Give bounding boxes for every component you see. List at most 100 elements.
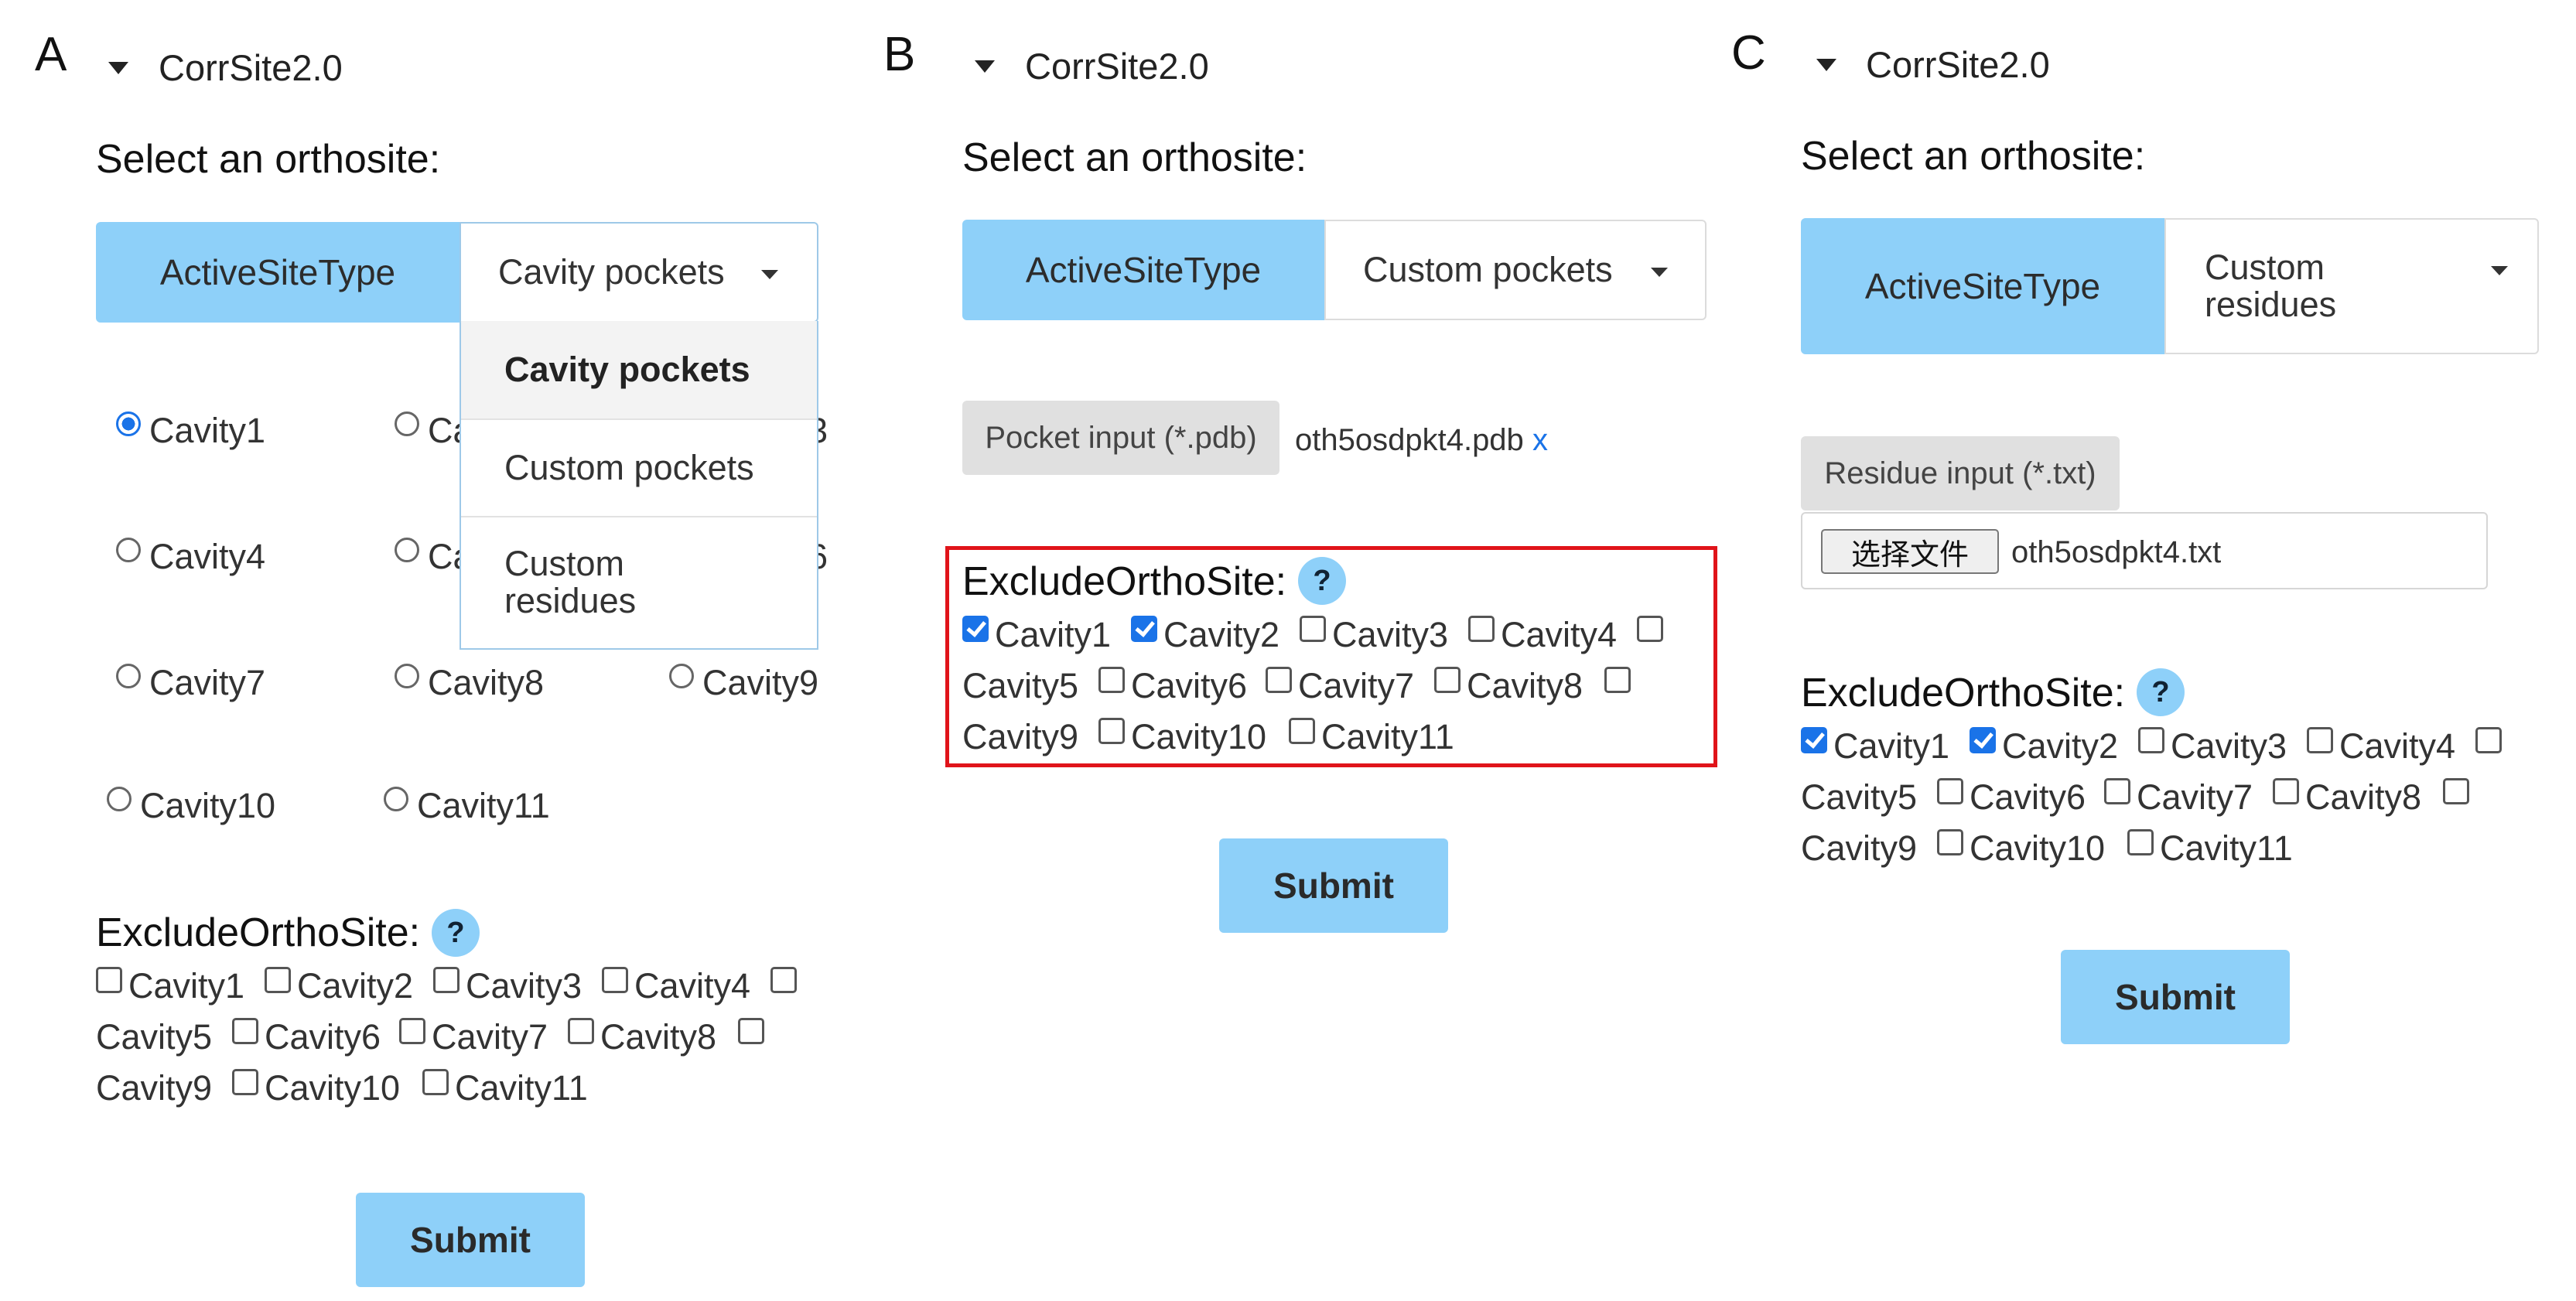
exclude-checkbox-cavity4[interactable] [2307,727,2333,753]
exclude-checkbox-cavity10[interactable] [1937,829,1963,855]
exclude-checkbox-cavity1[interactable] [1801,727,1827,753]
radio-label: Cavity1 [149,411,266,450]
dropdown-value-line: residues [2205,285,2337,324]
active-site-type-dropdown[interactable]: Custom pockets [1324,220,1707,320]
exclude-checkbox-cavity4[interactable] [1468,616,1495,642]
exclude-orthosite-heading: ExcludeOrthoSite: [96,910,421,955]
checkbox-label: Cavity1 [1833,726,1950,766]
exclude-checkbox-cavity5[interactable] [770,967,797,993]
exclude-checkbox-cavity8[interactable] [2273,778,2299,804]
checkbox-label: Cavity9 [96,1068,213,1108]
checkbox-label: Cavity7 [2137,777,2253,817]
checkbox-label: Cavity4 [1501,615,1618,654]
exclude-checkbox-cavity8[interactable] [568,1018,594,1044]
submit-button[interactable]: Submit [2061,950,2290,1044]
radio-cavity10[interactable] [107,787,132,811]
exclude-checkbox-cavity11[interactable] [422,1069,449,1095]
help-icon[interactable]: ? [432,909,480,957]
menu-divider [461,418,817,420]
panel-label: B [883,28,916,81]
exclude-checkbox-cavity9[interactable] [1604,667,1631,693]
exclude-checkbox-cavity3[interactable] [1300,616,1326,642]
checkbox-label: Cavity11 [2160,828,2293,868]
checkbox-label: Cavity9 [1801,828,1918,868]
collapse-triangle-icon[interactable] [1816,59,1836,71]
active-site-type-label: ActiveSiteType [962,220,1324,320]
choose-file-button[interactable]: 选择文件 [1821,529,1999,574]
file-input[interactable]: 选择文件 oth5osdpkt4.txt [1801,512,2488,589]
checkbox-label: Cavity3 [2171,726,2287,766]
radio-cavity4[interactable] [116,538,141,562]
collapse-triangle-icon[interactable] [108,62,128,74]
radio-cavity11[interactable] [384,787,408,811]
checkbox-label: Cavity3 [466,966,583,1006]
submit-button[interactable]: Submit [1219,838,1448,933]
panel-c: C CorrSite2.0 Select an orthosite: Activ… [1717,0,2576,1301]
exclude-orthosite-heading: ExcludeOrthoSite: [1801,671,2126,715]
active-site-type-dropdown[interactable]: Custom residues [2164,218,2539,354]
app-title: CorrSite2.0 [159,47,343,88]
checkbox-label: Cavity1 [128,966,245,1006]
active-site-type-dropdown[interactable]: Cavity pockets [460,222,818,323]
radio-cavity1[interactable] [116,411,141,436]
exclude-checkbox-cavity2[interactable] [265,967,291,993]
exclude-checkbox-cavity5[interactable] [1637,616,1663,642]
menu-item-line: residues [504,581,637,620]
exclude-checkbox-cavity3[interactable] [433,967,460,993]
exclude-checkbox-cavity2[interactable] [1131,616,1157,642]
exclude-checkbox-cavity8[interactable] [1434,667,1461,693]
menu-divider [461,516,817,517]
radio-cavity2[interactable] [395,411,419,436]
checkbox-label: Cavity8 [600,1017,717,1057]
collapse-triangle-icon[interactable] [975,60,995,73]
panel-b: B CorrSite2.0 Select an orthosite: Activ… [859,0,1717,1301]
exclude-checkbox-cavity5[interactable] [2475,727,2502,753]
help-icon[interactable]: ? [1298,557,1346,605]
exclude-checkbox-cavity7[interactable] [1266,667,1292,693]
menu-item-cavity-pockets[interactable]: Cavity pockets [461,321,817,418]
exclude-checkbox-cavity4[interactable] [602,967,628,993]
exclude-checkbox-cavity1[interactable] [962,616,989,642]
menu-item-custom-pockets[interactable]: Custom pockets [504,448,754,487]
residue-input-button[interactable]: Residue input (*.txt) [1801,436,2120,510]
checkbox-label: Cavity4 [634,966,751,1006]
checkbox-label: Cavity6 [265,1017,381,1057]
exclude-checkbox-cavity3[interactable] [2138,727,2164,753]
radio-cavity5[interactable] [395,538,419,562]
panel-label: A [35,28,67,81]
exclude-checkbox-cavity1[interactable] [96,967,122,993]
checkbox-label: Cavity6 [1970,777,2086,817]
radio-cavity9[interactable] [669,664,694,688]
submit-button[interactable]: Submit [356,1193,585,1287]
remove-file-icon[interactable]: x [1532,423,1548,457]
dropdown-value-line: Custom [2205,248,2325,287]
checkbox-label: Cavity9 [962,717,1079,756]
radio-cavity8[interactable] [395,664,419,688]
exclude-checkbox-cavity6[interactable] [232,1018,258,1044]
active-site-type-label: ActiveSiteType [96,222,460,323]
exclude-checkbox-cavity7[interactable] [2104,778,2130,804]
checkbox-label: Cavity6 [1131,666,1248,705]
exclude-checkbox-cavity10[interactable] [1098,718,1125,744]
app-title: CorrSite2.0 [1866,44,2050,85]
dropdown-value: Custom residues [2205,249,2336,323]
exclude-checkbox-cavity10[interactable] [232,1069,258,1095]
exclude-checkbox-cavity9[interactable] [2443,778,2469,804]
exclude-checkbox-cavity6[interactable] [1098,667,1125,693]
select-orthosite-heading: Select an orthosite: [1801,134,2146,179]
exclude-checkbox-cavity2[interactable] [1970,727,1996,753]
exclude-checkbox-cavity9[interactable] [738,1018,764,1044]
checkbox-label: Cavity10 [1131,717,1267,756]
radio-cavity7[interactable] [116,664,141,688]
help-icon[interactable]: ? [2137,668,2185,716]
exclude-checkbox-cavity7[interactable] [399,1018,425,1044]
radio-label: Cavity9 [702,663,819,702]
checkbox-label: Cavity7 [1298,666,1415,705]
radio-label: Cavity4 [149,537,266,576]
exclude-checkbox-cavity11[interactable] [1289,718,1315,744]
exclude-checkbox-cavity6[interactable] [1937,778,1963,804]
pocket-input-button[interactable]: Pocket input (*.pdb) [962,401,1279,475]
menu-item-custom-residues[interactable]: Custom residues [461,517,817,648]
checkbox-label: Cavity2 [2002,726,2119,766]
exclude-checkbox-cavity11[interactable] [2127,829,2154,855]
